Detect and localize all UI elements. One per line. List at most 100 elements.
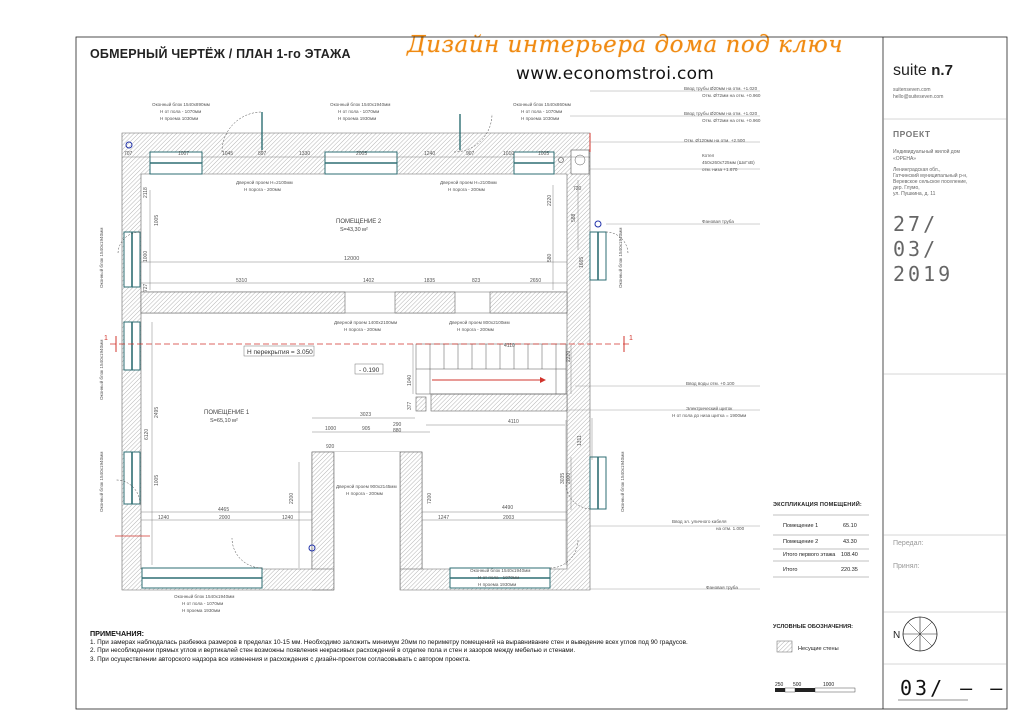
project-label: ПРОЕКТ bbox=[893, 129, 931, 139]
section-mark-left: 1 bbox=[104, 335, 108, 342]
annotation-win-bot-1: Оконный блок 1540х1940мм H от пола - 107… bbox=[174, 593, 234, 613]
room2-area: S=43,30 м² bbox=[340, 227, 368, 233]
dim-bot-left-4: 1240 bbox=[282, 515, 293, 521]
dim-bot-right-2: 1247 bbox=[438, 515, 449, 521]
dim-bot-right-1: 4490 bbox=[502, 505, 513, 511]
dim-right-9: 2000 bbox=[566, 473, 572, 484]
explication-table: ЭКСПЛИКАЦИЯ ПОМЕЩЕНИЙ: Помещение 1 65.10… bbox=[773, 502, 869, 573]
notes-block: ПРИМЕЧАНИЯ: 1. При замерах наблюдалась р… bbox=[90, 629, 688, 664]
exp-row-2-name: Помещение 2 bbox=[783, 539, 819, 545]
dim-top-10: 1005 bbox=[538, 151, 549, 157]
project-line-4: Гатчинский муниципальный р-н, bbox=[893, 173, 968, 179]
website-url[interactable]: www.economstroi.com bbox=[516, 64, 715, 84]
ann-win-left-1: Оконный блок 1540х1940мм bbox=[98, 228, 104, 288]
dim-right-6: 2220 bbox=[566, 351, 572, 362]
stair-arrow-head bbox=[540, 377, 546, 383]
boiler-flue bbox=[574, 154, 586, 166]
ann-door-1-b: H порога - 200мм bbox=[244, 187, 281, 192]
ann-win-bot-1-c: H проема 1930мм bbox=[182, 608, 220, 613]
dim-mid-5: 2650 bbox=[530, 278, 541, 284]
dim-mid-3: 1835 bbox=[424, 278, 435, 284]
scale-label-3: 1000 bbox=[823, 682, 834, 688]
ann-win-bot-2-c: H проема 1930мм bbox=[478, 582, 516, 587]
annotation-door-1: Дверной проем H=2100мм H порога - 200мм bbox=[236, 179, 293, 192]
project-line-3: Ленинградская обл., bbox=[893, 167, 941, 173]
note-r1: Ввод трубы Ø20мм на отм. +1.020 bbox=[684, 86, 758, 91]
ann-door-4-a: Дверной проем 800х2100мм bbox=[449, 319, 510, 325]
scale-bar bbox=[775, 687, 856, 693]
dim-top-2: 1007 bbox=[178, 151, 189, 157]
room1-area: S=65,10 м² bbox=[210, 418, 238, 424]
ann-win-bot-1-b: H от пола - 1070мм bbox=[182, 601, 223, 606]
explication-grid bbox=[773, 514, 869, 578]
dim-inner-7: 1040 bbox=[407, 375, 413, 386]
note-r12: H от пола до низа щитка = 1900мм bbox=[672, 413, 746, 418]
project-line-1: Индивидуальный жилой дом bbox=[893, 149, 960, 155]
dim-inner-4: 290 bbox=[393, 422, 402, 428]
ann-win-bot-1-a: Оконный блок 1540х1940мм bbox=[174, 593, 234, 599]
note-r15: Фановая труба bbox=[706, 585, 738, 590]
issue-date: 27/ 03/ 2019 bbox=[893, 212, 953, 287]
dim-right-3: 588 bbox=[571, 213, 577, 222]
explication-row-2: Помещение 2 43.30 bbox=[773, 539, 869, 550]
annotation-door-2: Дверной проем H=2100мм H порога - 200мм bbox=[440, 179, 497, 192]
ann-win-bot-2-a: Оконный блок 1540х1940мм bbox=[470, 567, 530, 573]
dim-left-6: 6120 bbox=[144, 429, 150, 440]
right-notes: Ввод трубы Ø20мм на отм. +1.020 Отм. Ø72… bbox=[672, 86, 761, 590]
note-r2: Отм. Ø72мм на отм. +0.960 bbox=[702, 93, 761, 98]
contact-email[interactable]: hello@suiteseven.com bbox=[893, 94, 944, 100]
dim-mid-2: 1402 bbox=[363, 278, 374, 284]
note-line-1: 1. При замерах наблюдалась разбежка разм… bbox=[90, 638, 688, 646]
overlap-height: H перекрытия = 3.050 bbox=[247, 349, 313, 356]
dim-inner-2: 1000 bbox=[325, 426, 336, 432]
dim-top-3: 1045 bbox=[222, 151, 233, 157]
dim-bot-left-1: 4465 bbox=[218, 507, 229, 513]
pipe-marker-2 bbox=[594, 220, 602, 228]
pipe-marker-3 bbox=[308, 544, 316, 552]
dimension-lines bbox=[122, 156, 593, 568]
dim-bot-left-3: 2000 bbox=[219, 515, 230, 521]
note-r7: 450х260х725мм (ШхГхВ) bbox=[702, 160, 755, 165]
note-line-3: 3. При осуществлении авторского надзора … bbox=[90, 655, 471, 663]
level-box bbox=[354, 363, 384, 375]
sheet-number: 03/ – – bbox=[900, 676, 1006, 700]
note-r6: Котел bbox=[702, 153, 715, 158]
room1-name: ПОМЕЩЕНИЕ 1 bbox=[204, 410, 250, 416]
note-r5: Отм. Ø120мм на отм. +2.500 bbox=[684, 138, 745, 143]
note-r9: Фановая труба bbox=[702, 219, 734, 224]
dim-mid-1: 5310 bbox=[236, 278, 247, 284]
ann-door-1-a: Дверной проем H=2100мм bbox=[236, 179, 293, 185]
staircase bbox=[415, 343, 567, 395]
ann-door-3-b: H порога - 200мм bbox=[344, 327, 381, 332]
date-month: 03/ bbox=[893, 237, 939, 261]
exp-row-4-name: Итого bbox=[783, 567, 798, 573]
exp-row-2-value: 43.30 bbox=[843, 539, 857, 545]
note-r11: Электрический щиток bbox=[686, 405, 733, 411]
explication-row-1: Помещение 1 65.10 bbox=[773, 523, 869, 534]
ann-win-top-2-c: H проема 1930мм bbox=[338, 116, 376, 121]
note-r10: Ввод воды отм. +0.100 bbox=[686, 381, 735, 386]
pipe-marker-4 bbox=[558, 157, 564, 163]
ann-win-top-1-c: H проема 1030мм bbox=[160, 116, 198, 121]
ann-win-right-1: Оконный блок 1540х1940мм bbox=[617, 228, 623, 288]
dim-right-5: 580 bbox=[547, 253, 553, 262]
dim-top-8: 907 bbox=[466, 151, 475, 157]
boiler bbox=[570, 149, 590, 175]
ann-win-top-1-b: H от пола - 1070мм bbox=[160, 109, 201, 114]
ann-door-5-b: H порога - 200мм bbox=[346, 491, 383, 496]
dim-right-1: 2220 bbox=[547, 195, 553, 206]
explication-title: ЭКСПЛИКАЦИЯ ПОМЕЩЕНИЙ: bbox=[773, 502, 862, 508]
date-year: 2019 bbox=[893, 262, 954, 286]
ann-win-bot-2-b: H от пола - 1070мм bbox=[478, 575, 519, 580]
annotation-door-5: Дверной проем 900х2145мм H порога - 200м… bbox=[336, 483, 397, 496]
dim-bot-right-3: 2003 bbox=[503, 515, 514, 521]
annotation-door-4: Дверной проем 800х2100мм H порога - 200м… bbox=[449, 319, 510, 332]
dim-inner-11: 7200 bbox=[427, 493, 433, 504]
contact-site[interactable]: suitenseven.com bbox=[893, 87, 931, 93]
sheet-frame bbox=[75, 36, 1008, 710]
ann-win-top-2-b: H от пола - 1070мм bbox=[338, 109, 379, 114]
dim-width-total: 12000 bbox=[344, 256, 359, 262]
ann-win-right-2: Оконный блок 1540х1940мм bbox=[619, 452, 625, 512]
dim-right-7: 3035 bbox=[560, 473, 566, 484]
door-leaves bbox=[261, 112, 461, 150]
